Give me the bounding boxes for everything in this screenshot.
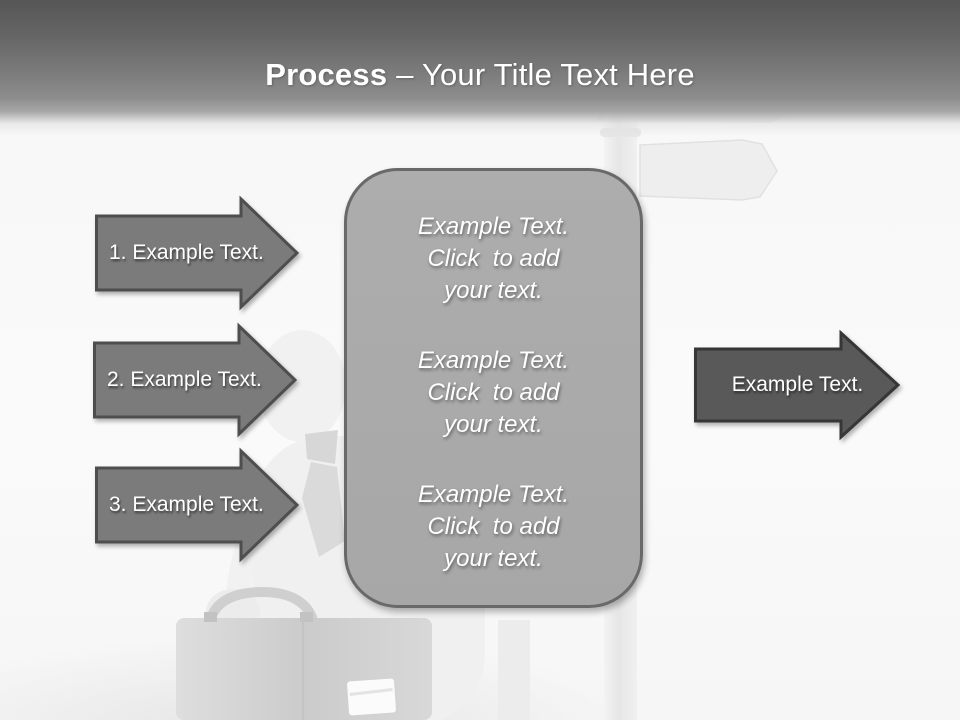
center-text-panel[interactable]: Example Text. Click to add your text. Ex…: [344, 168, 643, 608]
panel-text-block-3[interactable]: Example Text. Click to add your text.: [417, 481, 570, 572]
result-arrow[interactable]: Example Text.: [694, 329, 901, 441]
title-emphasis: Process: [265, 57, 388, 92]
title-rest: – Your Title Text Here: [396, 57, 695, 92]
process-step-2-arrow[interactable]: 2. Example Text.: [93, 322, 298, 438]
panel-text-block-2[interactable]: Example Text. Click to add your text.: [417, 347, 570, 438]
process-step-3-label: 3. Example Text.: [109, 493, 264, 516]
right-arrow-shape-icon: [694, 329, 901, 441]
process-step-1-label: 1. Example Text.: [109, 241, 264, 264]
process-step-2-label: 2. Example Text.: [107, 368, 262, 391]
right-arrow-shape-icon: [95, 447, 300, 563]
tie-icon: [305, 430, 338, 464]
right-arrow-shape-icon: [93, 322, 298, 438]
title-bar: Process– Your Title Text Here: [0, 0, 960, 136]
result-arrow-label: Example Text.: [731, 373, 864, 396]
process-step-3-arrow[interactable]: 3. Example Text.: [95, 447, 300, 563]
process-step-1-arrow[interactable]: 1. Example Text.: [95, 195, 300, 311]
slide-title[interactable]: Process– Your Title Text Here: [265, 57, 695, 93]
panel-text-block-1[interactable]: Example Text. Click to add your text.: [417, 213, 570, 304]
briefcase-icon: [176, 586, 432, 720]
right-arrow-shape-icon: [95, 195, 300, 311]
briefcase-tag-icon: [347, 678, 396, 716]
